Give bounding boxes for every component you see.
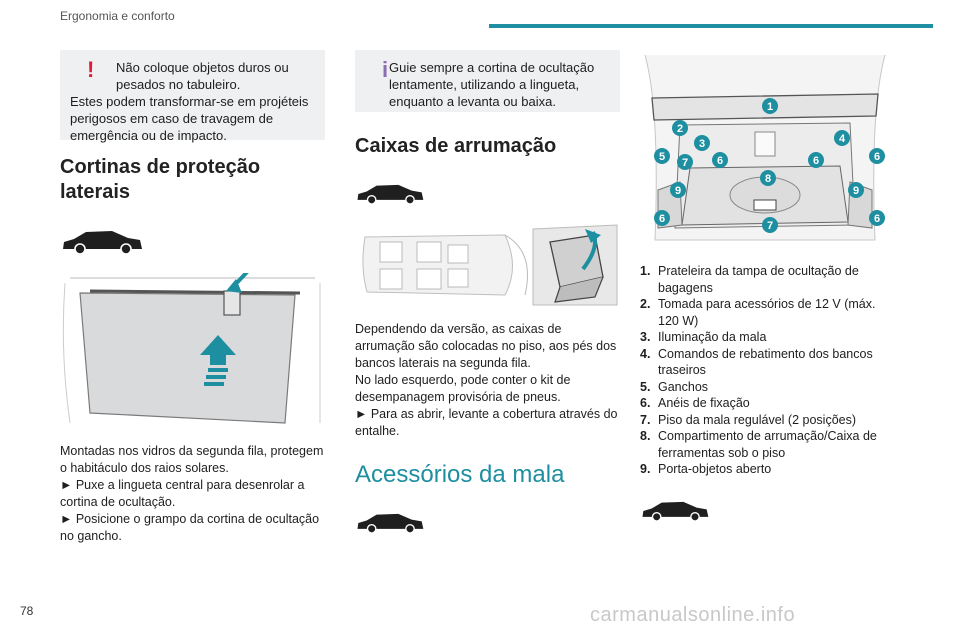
svg-text:6: 6 bbox=[874, 151, 880, 163]
callout-badge: 6 bbox=[869, 210, 885, 226]
page-number: 78 bbox=[20, 604, 34, 618]
legend-item: 5.Ganchos bbox=[640, 379, 709, 394]
legend-item: 8.Compartimento de arrumação/Caixa de fe… bbox=[640, 429, 877, 460]
callout-badge: 3 bbox=[694, 135, 710, 151]
legend-item: 2.Tomada para acessórios de 12 V (máx. 1… bbox=[640, 297, 876, 328]
svg-text:3: 3 bbox=[699, 138, 705, 150]
running-header: Ergonomia e conforto bbox=[60, 9, 175, 23]
warning-text-2: Estes podem transformar-se em projéteis … bbox=[70, 94, 309, 143]
section-title-storage-boxes: Caixas de arrumação bbox=[355, 135, 557, 157]
side-blind-illustration bbox=[62, 273, 321, 424]
car-silhouette-icon bbox=[63, 231, 142, 255]
warning-note: ! Não coloque objetos duros ou pesados n… bbox=[60, 50, 325, 143]
info-text: Guie sempre a cortina de ocultação lenta… bbox=[389, 60, 595, 109]
callout-badge: 9 bbox=[848, 182, 864, 198]
column-left: ! Não coloque objetos duros ou pesados n… bbox=[60, 50, 325, 545]
svg-text:7: 7 bbox=[767, 220, 773, 232]
side-blind-text-2: ► Puxe a lingueta central para desenrola… bbox=[60, 478, 305, 509]
warning-text-1: Não coloque objetos duros ou pesados no … bbox=[116, 60, 289, 92]
storage-box-illustration bbox=[362, 224, 618, 306]
svg-text:2: 2 bbox=[677, 123, 683, 135]
car-silhouette-icon bbox=[357, 513, 424, 534]
legend-item: 9.Porta-objetos aberto bbox=[640, 462, 772, 476]
callout-badge: 7 bbox=[677, 154, 693, 170]
legend-item: 6.Anéis de fixação bbox=[640, 396, 750, 410]
side-blind-text-3: ► Posicione o grampo da cortina de ocult… bbox=[60, 512, 320, 543]
callout-badge: 6 bbox=[808, 152, 824, 168]
side-blind-text-1: Montadas nos vidros da segunda fila, pro… bbox=[60, 444, 324, 475]
header-accent-bar bbox=[489, 24, 933, 28]
callout-badge: 4 bbox=[834, 130, 850, 146]
callout-badge: 8 bbox=[760, 170, 776, 186]
storage-box-text-1: Dependendo da versão, as caixas de arrum… bbox=[355, 322, 617, 370]
callout-badge: 5 bbox=[654, 148, 670, 164]
callout-badge: 6 bbox=[869, 148, 885, 164]
svg-text:1: 1 bbox=[767, 101, 773, 113]
callout-badge: 1 bbox=[762, 98, 778, 114]
boot-accessories-legend: 1.Prateleira da tampa de ocultação de ba… bbox=[640, 263, 890, 478]
storage-box-text-3: ► Para as abrir, levante a cobertura atr… bbox=[355, 407, 618, 438]
info-icon: i bbox=[382, 57, 389, 82]
info-note: i Guie sempre a cortina de ocultação len… bbox=[355, 50, 620, 112]
svg-text:6: 6 bbox=[717, 155, 723, 167]
warning-exclamation-icon: ! bbox=[87, 57, 95, 82]
callout-badge: 7 bbox=[762, 217, 778, 233]
svg-text:6: 6 bbox=[659, 213, 665, 225]
svg-text:8: 8 bbox=[765, 173, 771, 185]
legend-item: 3.Iluminação da mala bbox=[640, 330, 767, 344]
svg-text:9: 9 bbox=[853, 185, 859, 197]
svg-text:7: 7 bbox=[682, 157, 688, 169]
legend-item: 4.Comandos de rebatimento dos bancos tra… bbox=[640, 346, 873, 378]
legend-item: 1.Prateleira da tampa de ocultação de ba… bbox=[640, 264, 859, 295]
storage-box-text-2: No lado esquerdo, pode conter o kit de d… bbox=[355, 373, 571, 404]
svg-text:6: 6 bbox=[813, 155, 819, 167]
callout-badge: 6 bbox=[712, 152, 728, 168]
svg-text:6: 6 bbox=[874, 213, 880, 225]
callout-badge: 6 bbox=[654, 210, 670, 226]
section-title-side-blinds: Cortinas de proteção laterais bbox=[60, 156, 261, 203]
svg-text:4: 4 bbox=[839, 133, 846, 145]
legend-item: 7.Piso da mala regulável (2 posições) bbox=[640, 412, 857, 427]
callout-badge: 2 bbox=[672, 120, 688, 136]
column-middle: i Guie sempre a cortina de ocultação len… bbox=[355, 50, 620, 536]
callout-badge: 9 bbox=[670, 182, 686, 198]
boot-accessories-diagram: 1 2 3 4 5 6 7 6 6 8 9 9 6 6 7 bbox=[644, 54, 886, 241]
svg-text:5: 5 bbox=[659, 151, 665, 163]
section-title-boot-accessories: Acessórios da mala bbox=[355, 461, 565, 488]
car-silhouette-icon bbox=[357, 184, 424, 205]
watermark: carmanualsonline.info bbox=[590, 604, 796, 626]
column-right: 1 2 3 4 5 6 7 6 6 8 9 9 6 6 7 1.Prateleira da tampa de… bbox=[640, 50, 890, 524]
car-silhouette-icon bbox=[642, 501, 709, 522]
svg-text:9: 9 bbox=[675, 185, 681, 197]
